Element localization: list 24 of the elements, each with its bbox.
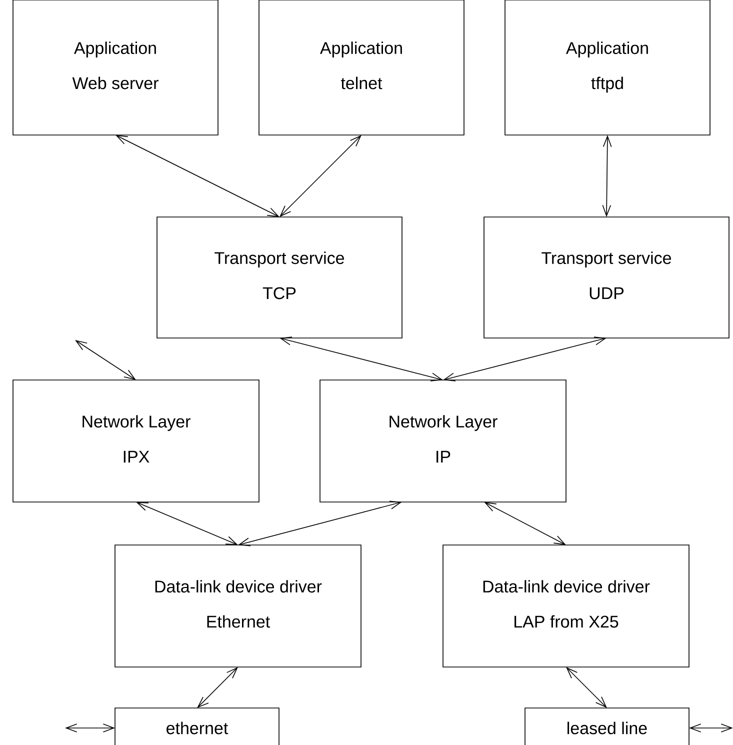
layer-box: ethernet	[114, 708, 280, 745]
layer-box: Network Layer IP	[320, 380, 566, 502]
arrow	[116, 135, 280, 217]
layer-box: Network Layer IPX	[12, 380, 260, 502]
arrow	[602, 135, 612, 217]
layer-box: leased line	[524, 708, 690, 745]
arrow	[689, 724, 733, 732]
arrow	[443, 336, 606, 382]
arrow	[75, 340, 136, 380]
arrow	[65, 724, 115, 732]
layer-box: Data-link device driver LAP from X25	[442, 544, 690, 668]
layer-box: Transport service UDP	[484, 216, 730, 338]
arrow	[136, 502, 238, 545]
arrow	[280, 135, 362, 217]
layer-box: Transport service TCP	[156, 216, 402, 338]
layer-box: Application tftpd	[504, 0, 710, 136]
layer-box: Application telnet	[258, 0, 464, 136]
arrow	[197, 667, 238, 708]
arrow	[280, 336, 443, 382]
layer-box: Application Web server	[12, 0, 218, 136]
arrow	[566, 667, 607, 708]
arrow	[484, 502, 566, 545]
arrow	[238, 500, 402, 546]
layer-box: Data-link device driver Ethernet	[114, 544, 362, 668]
